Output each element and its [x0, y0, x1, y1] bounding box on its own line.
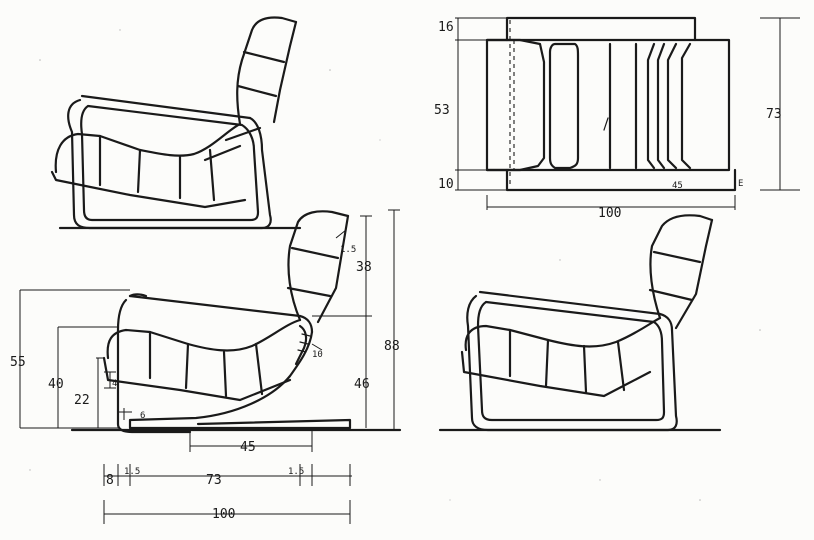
side-dim-seat-length: 73 [206, 473, 222, 488]
side-dim-tube-rear: 1.5 [288, 467, 304, 477]
side-dim-seat-front-height: 40 [48, 377, 64, 392]
chair-perspective-top-left [50, 16, 302, 230]
paper-texture [29, 29, 761, 501]
side-dim-tube-6: 6 [140, 411, 145, 421]
plan-dim-bottom-margin: 10 [438, 177, 454, 192]
plan-note-45: 45 [672, 181, 683, 191]
side-dim-back-height: 38 [356, 260, 372, 275]
side-dim-total-height: 88 [384, 339, 400, 354]
side-view-dimensioned: 1.5 38 88 55 40 22 46 10 4 6 45 8 1.5 73… [10, 209, 402, 524]
side-dim-runner-height: 22 [74, 393, 90, 408]
side-dim-frame-top: 1.5 [340, 245, 356, 255]
chair-perspective-bottom-right [438, 214, 722, 432]
side-dim-cushion-gap: 10 [312, 350, 323, 360]
plan-view: 16 53 10 100 73 45 E [434, 16, 800, 221]
side-dim-arm-height: 55 [10, 355, 26, 370]
side-dim-tube-front: 1.5 [124, 467, 140, 477]
plan-note-e: E [738, 179, 743, 189]
side-dim-base-span: 45 [240, 440, 256, 455]
side-dim-tube-4: 4 [112, 379, 117, 389]
side-dim-total-length: 100 [212, 507, 235, 522]
side-dim-front-offset: 8 [106, 473, 114, 488]
plan-dim-depth: 53 [434, 103, 450, 118]
plan-dim-width: 100 [598, 206, 621, 221]
plan-dim-top-margin: 16 [438, 20, 454, 35]
plan-dim-total-depth: 73 [766, 107, 782, 122]
side-dim-seat-back-height: 46 [354, 377, 370, 392]
